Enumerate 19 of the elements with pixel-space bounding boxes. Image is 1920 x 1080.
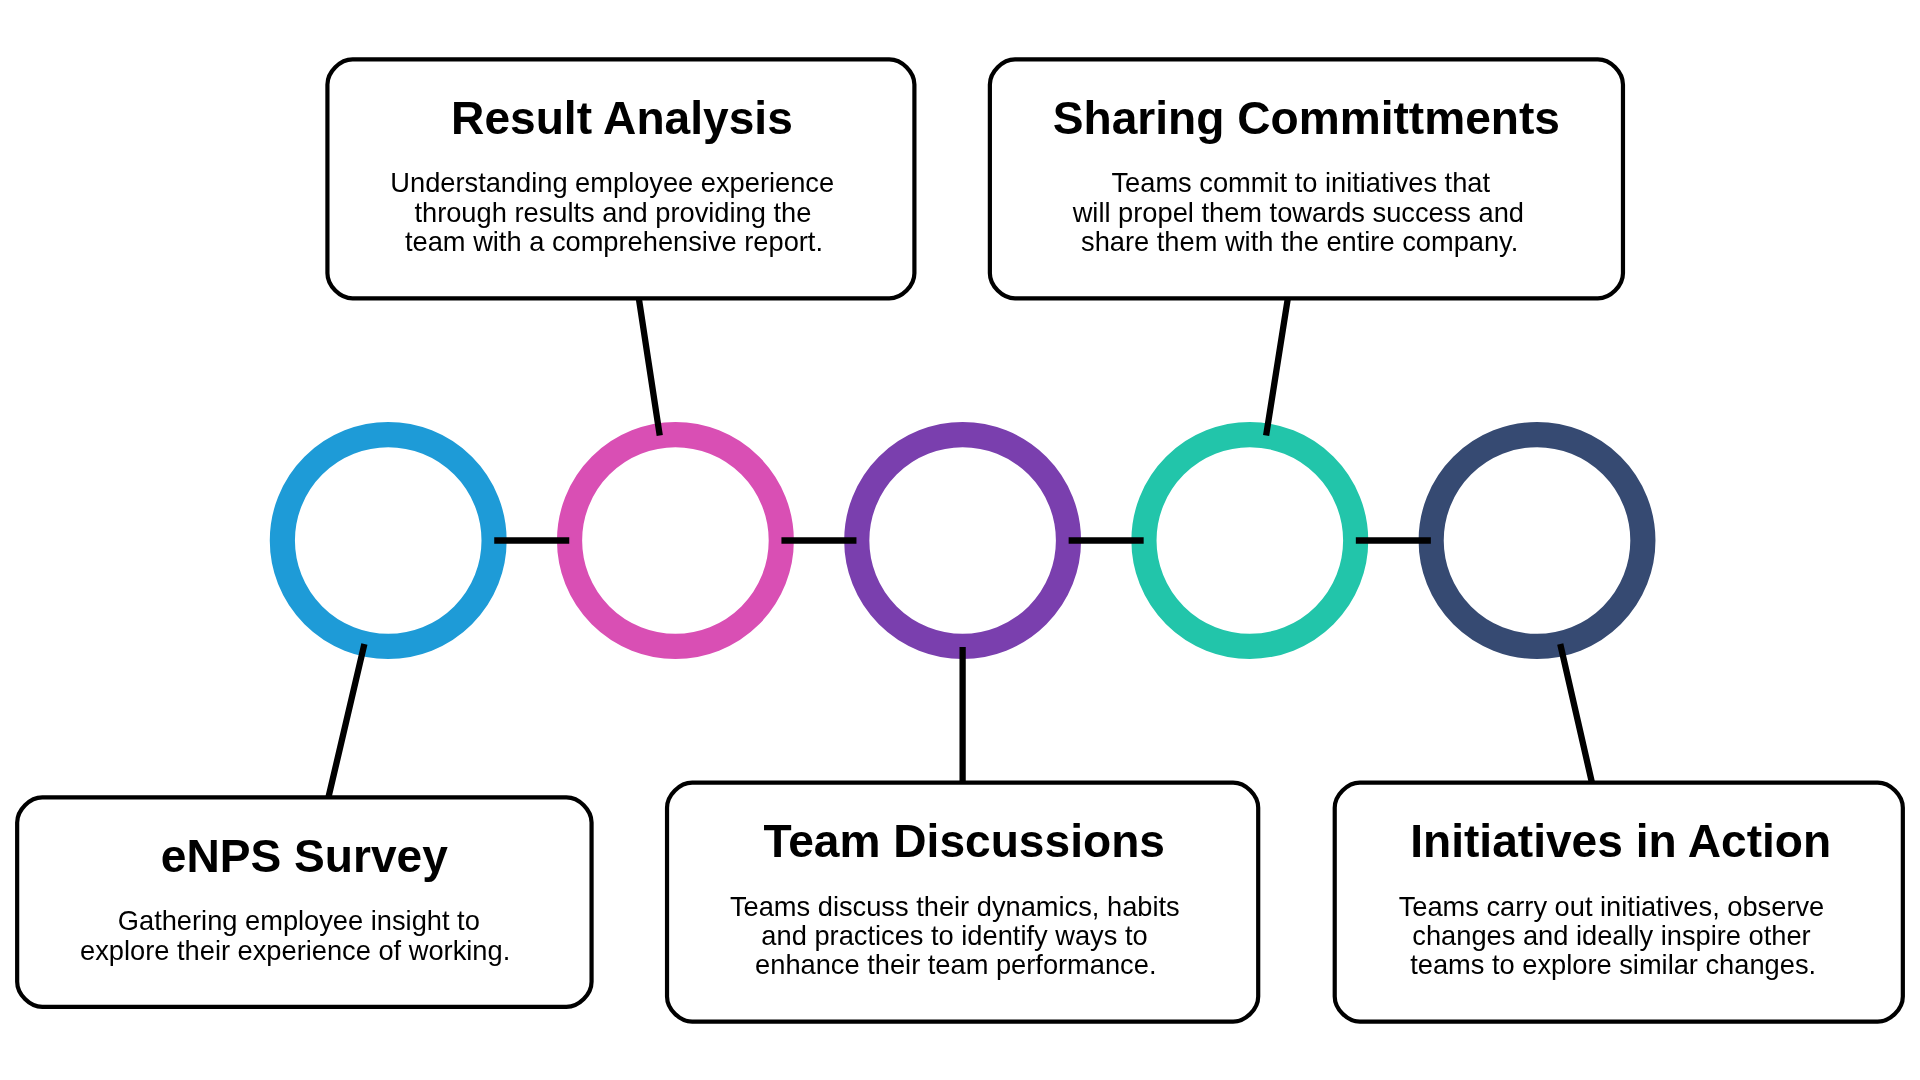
connector — [635, 298, 663, 436]
connector — [1557, 642, 1595, 783]
connector — [325, 642, 368, 798]
connector — [1355, 536, 1431, 544]
connector — [959, 646, 966, 782]
connector — [1068, 536, 1144, 544]
node-circle — [1418, 421, 1656, 659]
node-box: Sharing Committments Teams commit to initiatives that will propel them towards success and share them with the entire company. — [987, 56, 1626, 300]
connector — [1263, 298, 1291, 436]
connector — [494, 536, 570, 544]
connector — [781, 536, 857, 544]
node-circle — [1131, 421, 1369, 659]
node-box: Team Discussions Teams discuss their dynamics, habits and practices to identify ways to enhance their team performance. — [664, 780, 1261, 1024]
node-circle — [269, 421, 507, 659]
node-circle — [844, 421, 1082, 659]
node-box: Result Analysis Understanding employee experience through results and providing the team with a comprehensive report. — [325, 56, 917, 300]
node-circle — [556, 421, 794, 659]
node-box: eNPS Survey Gathering employee insight to explore their experience of working. — [15, 794, 594, 1009]
node-box: Initiatives in Action Teams carry out initiatives, observe changes and ideally inspire other teams to explore similar changes. — [1332, 780, 1905, 1024]
